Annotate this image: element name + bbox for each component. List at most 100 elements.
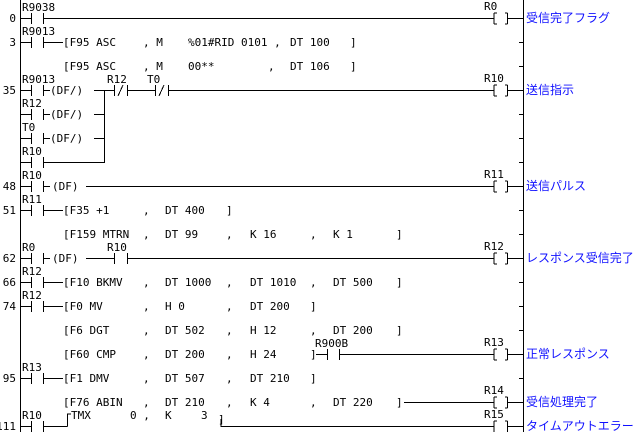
contact-label: R10	[22, 169, 42, 182]
operand: ,	[143, 228, 150, 241]
contact-no[interactable]	[316, 349, 491, 360]
coil-r13[interactable]: R13 正常レスポンス	[484, 336, 610, 361]
operand: ]	[396, 324, 403, 337]
coil-r11[interactable]: R11 送信パルス	[484, 168, 586, 193]
operand: ,	[268, 60, 275, 73]
operand: DT 99	[165, 228, 198, 241]
instruction-name[interactable]: [F1 DMV	[63, 372, 110, 385]
operand: ,	[226, 324, 233, 337]
operand: ]	[310, 372, 317, 385]
rung-51[interactable]: R11 [F35 +1 , DT 400 ] [F159 MTRN , DT 9…	[20, 193, 403, 241]
contact-no[interactable]	[20, 133, 50, 144]
operand: DT 100	[290, 36, 330, 49]
rung-48[interactable]: R10 (DF)	[20, 169, 491, 193]
rung-111[interactable]: R10 TMX 0 , K 3 ]	[20, 409, 491, 432]
operand: , M	[143, 36, 163, 49]
coil-r14[interactable]: R14 受信処理完了	[484, 384, 598, 409]
operand: ]	[218, 413, 225, 426]
operand: ,	[143, 396, 150, 409]
contact-no[interactable]	[20, 37, 63, 48]
instruction-name[interactable]: [F76 ABIN	[63, 396, 123, 409]
operand: 3	[201, 409, 208, 422]
instruction-name[interactable]: [F95 ASC	[63, 60, 116, 73]
instruction-name[interactable]: [F6 DGT	[63, 324, 110, 337]
coil-r0[interactable]: R0 受信完了フラグ	[484, 0, 610, 25]
instruction-name[interactable]: [F60 CMP	[63, 348, 116, 361]
contact-no[interactable]	[20, 253, 50, 264]
contact-no[interactable]	[20, 109, 50, 120]
contact-no[interactable]	[20, 181, 50, 192]
operand: DT 106	[290, 60, 330, 73]
operand: ,	[226, 348, 233, 361]
contact-no[interactable]	[20, 157, 105, 168]
contact-label: R10	[22, 145, 42, 158]
contact-no[interactable]	[20, 373, 63, 384]
operand: DT 210	[250, 372, 290, 385]
operand: DT 1000	[165, 276, 211, 289]
coil-label: R10	[484, 72, 504, 85]
contact-nc[interactable]	[114, 84, 156, 97]
contact-no[interactable]	[20, 85, 50, 96]
operand: H 12	[250, 324, 277, 337]
operand: ]	[396, 396, 403, 409]
operand: DT 1010	[250, 276, 296, 289]
contact-no[interactable]	[114, 253, 492, 264]
operand: K 1	[333, 228, 353, 241]
coil-comment: 受信処理完了	[526, 394, 598, 409]
rung-3[interactable]: R9013 [F95 ASC , M %01#RID 0101 , DT 100…	[20, 25, 357, 73]
instruction-name[interactable]: [F35 +1	[63, 204, 109, 217]
operand: ]	[310, 348, 317, 361]
coil-label: R14	[484, 384, 504, 397]
contact-no[interactable]	[20, 413, 71, 432]
instruction-name[interactable]: [F10 BKMV	[63, 276, 123, 289]
coil-r12[interactable]: R12 レスポンス受信完了	[484, 240, 634, 265]
rung-0[interactable]: R9038	[20, 1, 491, 24]
coil-comment: 受信完了フラグ	[526, 10, 610, 25]
operand: ]	[396, 276, 403, 289]
df-negative-edge[interactable]: (DF/)	[50, 84, 83, 97]
operand: ,	[143, 372, 150, 385]
rung-35[interactable]: R9013 R12 T0 R10 (DF/) (DF/) (DF/) R12 T…	[20, 73, 491, 168]
df-positive-edge[interactable]: (DF)	[52, 180, 79, 193]
coil-comment: タイムアウトエラー	[526, 419, 634, 432]
contact-no[interactable]	[20, 13, 491, 24]
operand: ,	[310, 324, 317, 337]
contact-nc[interactable]	[155, 84, 492, 97]
coil-symbol	[491, 12, 523, 25]
operand: DT 500	[333, 276, 373, 289]
step-number: 3	[9, 36, 16, 49]
instruction-name[interactable]: [F159 MTRN	[63, 228, 129, 241]
timer-box-right	[220, 419, 491, 427]
timer-instruction[interactable]: TMX	[71, 409, 91, 422]
df-positive-edge[interactable]: (DF)	[52, 252, 79, 265]
rung-66[interactable]: R12 [F10 BKMV , DT 1000 , DT 1010 , DT 5…	[20, 265, 403, 289]
rung-74[interactable]: R12 [F0 MV , H 0 , DT 200 ] [F6 DGT , DT…	[20, 289, 491, 361]
operand: DT 507	[165, 372, 205, 385]
rail-ticks	[519, 42, 523, 379]
coil-r10[interactable]: R10 送信指示	[484, 72, 574, 97]
step-number: 95	[3, 372, 16, 385]
branch-wire	[94, 90, 115, 163]
operand: ]	[226, 204, 233, 217]
contact-no[interactable]	[20, 301, 63, 312]
operand: ,	[226, 300, 233, 313]
contact-label: R12	[22, 289, 42, 302]
contact-no[interactable]	[20, 205, 63, 216]
rung-62[interactable]: R0 (DF) R10	[20, 241, 491, 265]
df-negative-edge[interactable]: (DF/)	[50, 108, 83, 121]
coil-symbol	[491, 180, 523, 193]
operand: DT 502	[165, 324, 205, 337]
coil-r15[interactable]: R15 タイムアウトエラー	[484, 408, 634, 432]
operand: ,	[143, 300, 150, 313]
operand: DT 200	[333, 324, 373, 337]
contact-label: T0	[22, 121, 35, 134]
operand: ,	[226, 228, 233, 241]
coil-label: R0	[484, 0, 497, 13]
contact-no[interactable]	[20, 277, 63, 288]
df-negative-edge[interactable]: (DF/)	[50, 132, 83, 145]
operand: ,	[143, 324, 150, 337]
rung-95[interactable]: R13 [F1 DMV , DT 507 , DT 210 ] [F76 ABI…	[20, 361, 491, 409]
instruction-name[interactable]: [F0 MV	[63, 300, 103, 313]
operand: %01#RID 0101 ,	[188, 36, 281, 49]
instruction-name[interactable]: [F95 ASC	[63, 36, 116, 49]
